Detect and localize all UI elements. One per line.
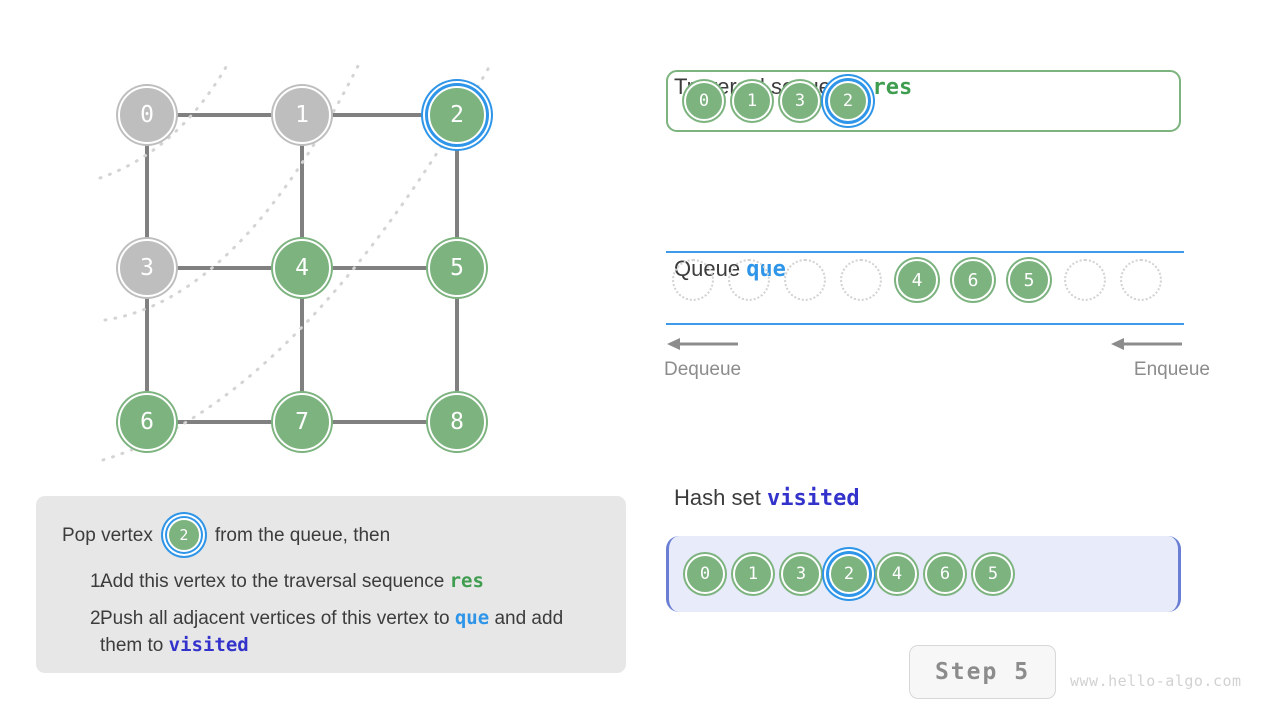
description-box: Pop vertex 2 from the queue, then 1.Add … bbox=[36, 496, 626, 673]
graph-node-8[interactable]: 8 bbox=[428, 393, 486, 451]
visited-node-5[interactable]: 5 bbox=[973, 554, 1013, 594]
hash-title-text: Hash set bbox=[674, 485, 761, 510]
step-text: Add this vertex to the traversal sequenc… bbox=[100, 568, 484, 596]
step-marker: 1. bbox=[90, 571, 106, 592]
graph-node-4[interactable]: 4 bbox=[273, 239, 331, 297]
pop-vertex-text: Pop vertex bbox=[62, 524, 153, 546]
queue-node-5[interactable]: 5 bbox=[1008, 259, 1050, 301]
enqueue-arrow-icon bbox=[1111, 338, 1182, 350]
visited-node-6[interactable]: 6 bbox=[925, 554, 965, 594]
graph-node-0[interactable]: 0 bbox=[118, 86, 176, 144]
graph-node-3[interactable]: 3 bbox=[118, 239, 176, 297]
step-marker: 2. bbox=[90, 607, 106, 629]
watermark: www.hello-algo.com bbox=[1070, 672, 1242, 690]
visited-node-4[interactable]: 4 bbox=[877, 554, 917, 594]
queue-node-4[interactable]: 4 bbox=[896, 259, 938, 301]
keyword-res: res bbox=[449, 570, 484, 592]
keyword-que: que bbox=[454, 606, 490, 629]
keyword-vis: visited bbox=[168, 634, 249, 657]
queue-top-rule bbox=[666, 251, 1184, 253]
visited-node-2[interactable]: 2 bbox=[829, 554, 869, 594]
queue-node-6[interactable]: 6 bbox=[952, 259, 994, 301]
queue-node-empty-slot-7[interactable] bbox=[1064, 259, 1106, 301]
graph-node-6[interactable]: 6 bbox=[118, 393, 176, 451]
inline-vertex-node: 2 bbox=[166, 518, 201, 552]
res-title-keyword: res bbox=[872, 75, 913, 100]
description-line-1: Pop vertex 2 from the queue, then bbox=[62, 518, 600, 552]
description-step: 1.Add this vertex to the traversal seque… bbox=[62, 568, 600, 596]
queue-node-empty-slot-0[interactable] bbox=[672, 259, 714, 301]
queue-bottom-rule bbox=[666, 323, 1184, 325]
graph-node-2[interactable]: 2 bbox=[428, 86, 486, 144]
queue-node-empty-slot-8[interactable] bbox=[1120, 259, 1162, 301]
dequeue-label: Dequeue bbox=[664, 359, 742, 380]
visited-node-3[interactable]: 3 bbox=[781, 554, 821, 594]
step-text-part: Push all adjacent vertices of this verte… bbox=[100, 607, 455, 629]
description-step: 2.Push all adjacent vertices of this ver… bbox=[62, 605, 600, 660]
res-node-0[interactable]: 0 bbox=[684, 81, 724, 121]
dequeue-arrow-icon bbox=[667, 338, 738, 350]
res-node-2[interactable]: 2 bbox=[828, 81, 868, 121]
step-badge: Step 5 bbox=[909, 645, 1056, 699]
res-node-1[interactable]: 1 bbox=[732, 81, 772, 121]
graph-node-7[interactable]: 7 bbox=[273, 393, 331, 451]
description-steps-list: 1.Add this vertex to the traversal seque… bbox=[62, 568, 600, 660]
graph-panel: 0 1 2 3 4 5 6 7 8 bbox=[98, 58, 494, 462]
res-node-3[interactable]: 3 bbox=[780, 81, 820, 121]
step-text-part: and add them to bbox=[100, 607, 564, 657]
hash-section-title: Hash set visited bbox=[674, 485, 860, 511]
from-queue-text: from the queue, then bbox=[214, 524, 391, 546]
queue-node-empty-slot-3[interactable] bbox=[840, 259, 882, 301]
graph-node-5[interactable]: 5 bbox=[428, 239, 486, 297]
hash-title-keyword: visited bbox=[766, 486, 860, 511]
queue-node-empty-slot-1[interactable] bbox=[728, 259, 770, 301]
visited-node-0[interactable]: 0 bbox=[685, 554, 725, 594]
graph-node-1[interactable]: 1 bbox=[273, 86, 331, 144]
visited-node-1[interactable]: 1 bbox=[733, 554, 773, 594]
enqueue-label: Enqueue bbox=[1133, 359, 1210, 380]
queue-node-empty-slot-2[interactable] bbox=[784, 259, 826, 301]
step-text: Push all adjacent vertices of this verte… bbox=[100, 605, 600, 660]
step-text-part: Add this vertex to the traversal sequenc… bbox=[100, 571, 450, 592]
